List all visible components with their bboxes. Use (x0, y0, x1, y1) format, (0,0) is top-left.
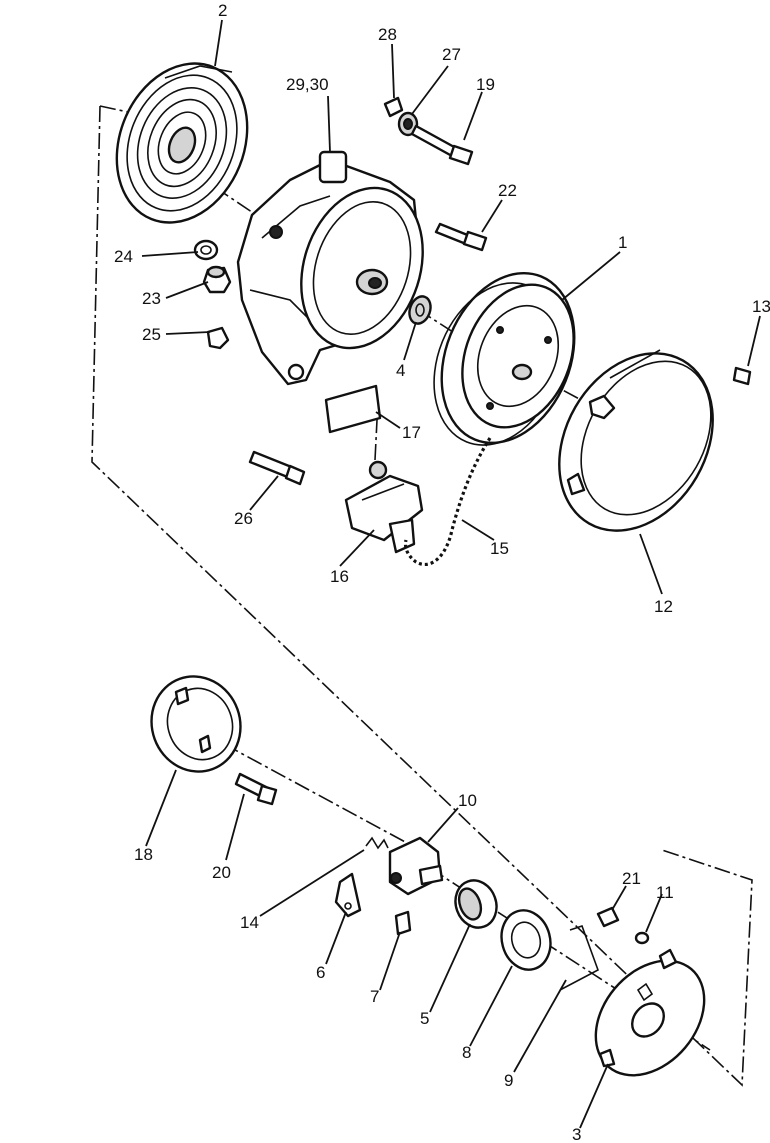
callout-labels: 2 28 27 19 29,30 22 1 13 24 23 25 4 17 2… (114, 1, 770, 1143)
retainer-ring (150, 675, 242, 773)
pulley (433, 271, 576, 446)
label-7: 7 (370, 987, 379, 1006)
leader-lines (141, 19, 761, 1129)
plug-23 (202, 265, 232, 294)
spring-clip-9 (559, 924, 599, 991)
bolt-13 (732, 366, 752, 386)
bolt-22 (434, 222, 488, 252)
label-18: 18 (134, 845, 153, 864)
label-12: 12 (654, 597, 673, 616)
label-26: 26 (234, 509, 253, 528)
collar-5 (454, 879, 498, 929)
label-27: 27 (442, 45, 461, 64)
spring-14 (365, 836, 389, 850)
starter-cover (558, 349, 714, 532)
label-3: 3 (572, 1125, 581, 1143)
pawl-6 (334, 872, 362, 918)
label-20: 20 (212, 863, 231, 882)
seal-24 (193, 239, 219, 261)
bolt-26 (248, 450, 306, 486)
label-15: 15 (490, 539, 509, 558)
label-17: 17 (402, 423, 421, 442)
label-10: 10 (458, 791, 477, 810)
bolt-20 (234, 772, 278, 806)
label-16: 16 (330, 567, 349, 586)
label-25: 25 (142, 325, 161, 344)
starter-handle (344, 460, 424, 554)
label-4: 4 (396, 361, 405, 380)
washer-27 (397, 111, 419, 137)
label-24: 24 (114, 247, 133, 266)
label-2: 2 (218, 1, 227, 20)
label-9: 9 (504, 1071, 513, 1090)
recoil-spring (115, 62, 249, 224)
screw-25 (206, 326, 230, 350)
drive-plate (594, 948, 706, 1077)
label-21: 21 (622, 869, 641, 888)
label-5: 5 (420, 1009, 429, 1028)
pin-7 (394, 910, 412, 936)
label-29-30: 29,30 (286, 75, 329, 94)
nut-28 (383, 96, 404, 118)
starter-housing (236, 150, 424, 386)
label-28: 28 (378, 25, 397, 44)
label-1: 1 (618, 233, 627, 252)
label-11: 11 (656, 883, 674, 902)
label-8: 8 (462, 1043, 471, 1062)
starter-rope (403, 437, 492, 567)
bolt-19 (410, 124, 474, 166)
label-22: 22 (498, 181, 517, 200)
label-6: 6 (316, 963, 325, 982)
screw-21 (596, 906, 620, 928)
washer-11 (634, 931, 650, 945)
label-13: 13 (752, 297, 770, 316)
washer-8 (500, 909, 552, 971)
label-19: 19 (476, 75, 495, 94)
label-14: 14 (240, 913, 259, 932)
ratchet-assembly (388, 836, 444, 896)
plate-17 (324, 384, 382, 434)
label-23: 23 (142, 289, 161, 308)
